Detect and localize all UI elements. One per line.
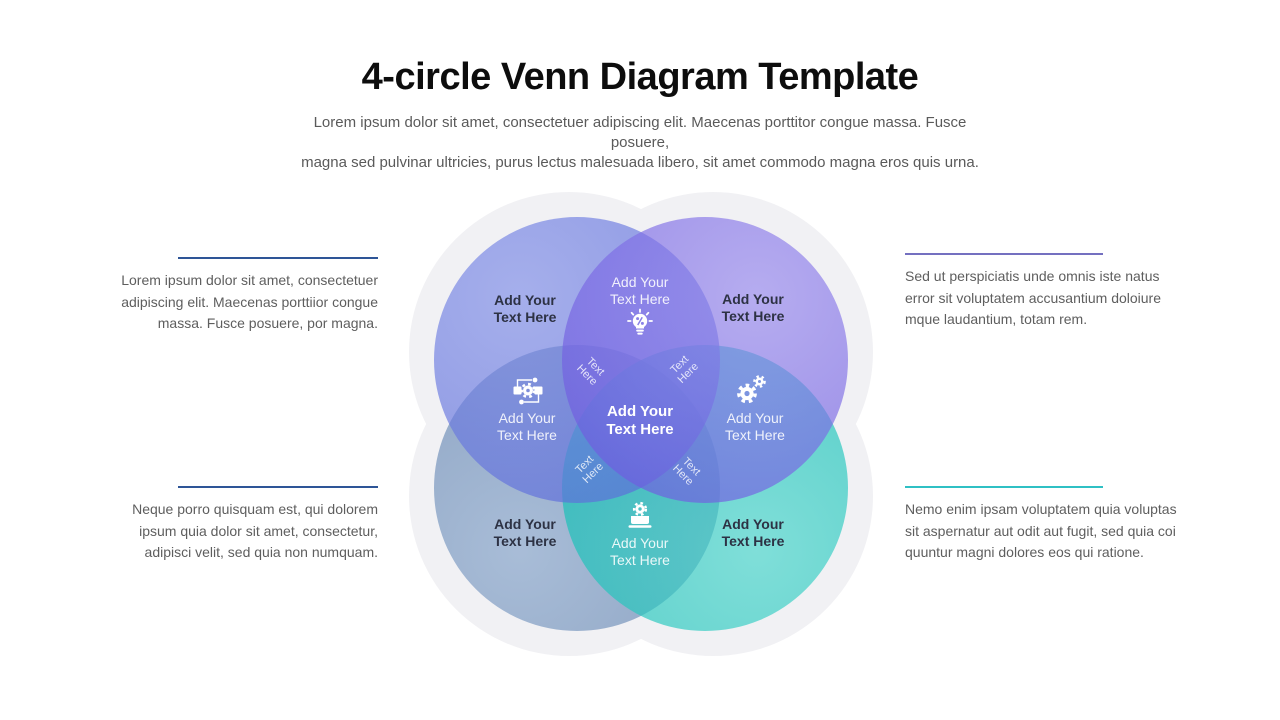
placeholder-bottom-left[interactable]: Add Your Text Here [493,516,557,549]
placeholder-intersection-bottom[interactable]: Add Your Text Here [610,535,670,568]
accent-rule-purple [905,253,1103,255]
note-bottom-left: Neque porro quisquam est, qui dolorem ip… [110,486,378,564]
lightbulb-idea-icon [623,308,657,342]
subtitle-line-2: magna sed pulvinar ultricies, purus lect… [301,154,979,171]
placeholder-intersection-right[interactable]: Add Your Text Here [725,410,785,443]
device-settings-icon [623,499,657,531]
note-top-left: Lorem ipsum dolor sit amet, consectetuer… [110,257,378,335]
page-title: 4-circle Venn Diagram Template [361,56,919,98]
note-top-right: Sed ut perspiciatis unde omnis iste natu… [905,253,1185,331]
note-top-right-text: Sed ut perspiciatis unde omnis iste natu… [905,268,1162,327]
accent-rule-navy [178,486,378,488]
page-subtitle: Lorem ipsum dolor sit amet, consectetuer… [290,113,990,173]
gears-icon [733,373,769,407]
placeholder-top-left[interactable]: Add Your Text Here [493,292,557,325]
placeholder-center[interactable]: Add Your Text Here [606,403,674,438]
note-top-left-text: Lorem ipsum dolor sit amet, consectetuer… [121,272,378,331]
placeholder-intersection-left[interactable]: Add Your Text Here [497,410,557,443]
placeholder-intersection-top[interactable]: Add Your Text Here [610,274,670,307]
note-bottom-left-text: Neque porro quisquam est, qui dolorem ip… [132,501,378,560]
venn-diagram: Add Your Text Here Add Your Text Here Ad… [400,192,874,656]
placeholder-top-right[interactable]: Add Your Text Here [721,291,785,324]
accent-rule-teal [905,486,1103,488]
placeholder-bottom-right[interactable]: Add Your Text Here [721,516,785,549]
note-bottom-right: Nemo enim ipsam voluptatem quia voluptas… [905,486,1187,564]
accent-rule-navy [178,257,378,259]
subtitle-line-1: Lorem ipsum dolor sit amet, consectetuer… [313,114,967,151]
process-flow-icon [510,375,546,407]
note-bottom-right-text: Nemo enim ipsam voluptatem quia voluptas… [905,501,1177,560]
venn-circle-top-right[interactable] [562,217,848,503]
